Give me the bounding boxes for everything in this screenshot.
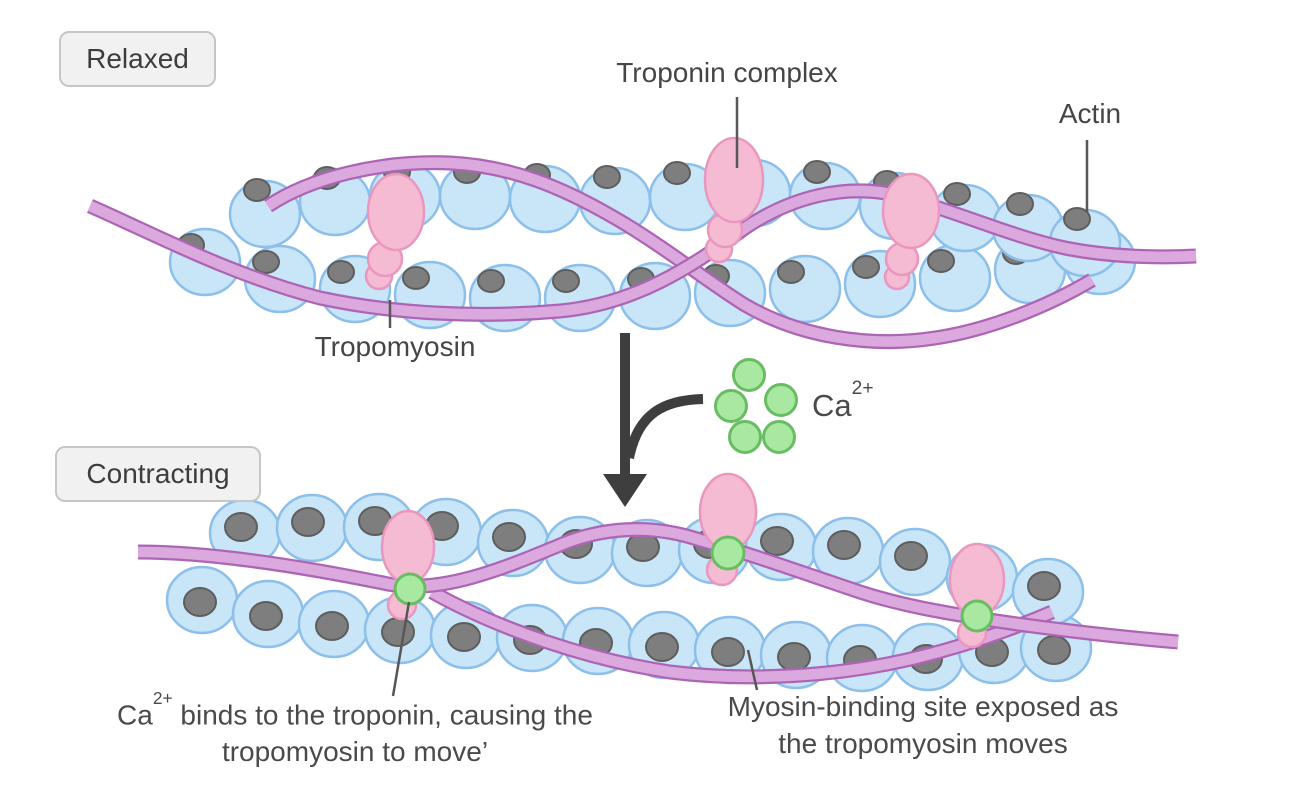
myosin-binding-site [315, 611, 349, 641]
troponin-complex-2 [703, 136, 765, 264]
myosin-binding-site [381, 617, 415, 647]
myosin-binding-site [477, 269, 505, 293]
calcium-ion [728, 420, 762, 454]
actin-subunit [648, 161, 722, 232]
myosin-binding-site [1006, 192, 1034, 216]
calcium-ion-label: Ca2+ [812, 378, 874, 424]
myosin-binding-site [249, 601, 283, 631]
myosin-binding-site [894, 541, 928, 571]
myosin-binding-site [224, 512, 258, 542]
tropomyosin-label: Tropomyosin [314, 331, 476, 362]
left-caption-sup: 2+ [152, 688, 173, 709]
contracting-filament [137, 472, 1179, 693]
troponin-complex-with-calcium-1 [380, 509, 436, 621]
myosin-binding-site [711, 637, 745, 667]
calcium-ion [762, 420, 796, 454]
calcium-charge-superscript: 2+ [851, 378, 874, 400]
left-caption-line1: binds to the troponin, causing the [172, 699, 593, 731]
bound-calcium-ion [393, 572, 427, 606]
myosin-binding-site [291, 507, 325, 537]
right-caption-line2: the tropomyosin moves [778, 728, 1068, 759]
myosin-binding-site [552, 269, 580, 293]
actin-label: Actin [1058, 98, 1122, 129]
troponin-complex-label: Troponin complex [616, 57, 838, 88]
myosin-binding-site [927, 249, 955, 273]
myosin-binding-site [760, 526, 794, 556]
myosin-binding-site [827, 530, 861, 560]
myosin-binding-site [1037, 635, 1071, 665]
actin-subunit [918, 243, 992, 313]
myosin-binding-site [777, 642, 811, 672]
right-caption-pointer-line [746, 649, 759, 691]
contracting-state-badge: Contracting [55, 446, 261, 502]
actin-subunit [928, 182, 1002, 253]
right-caption: Myosin-binding site exposed as the tropo… [692, 688, 1154, 762]
myosin-binding-site [645, 632, 679, 662]
bound-calcium-ion [960, 599, 994, 633]
actin-subunit [768, 254, 842, 324]
arrow-down-icon [603, 474, 647, 507]
myosin-binding-site [1027, 571, 1061, 601]
left-caption-ca: Ca [117, 699, 153, 731]
left-caption-line2: tropomyosin to move’ [221, 736, 489, 768]
relaxed-state-label: Relaxed [86, 43, 189, 74]
arrow-curve [624, 394, 704, 460]
relaxed-filament [87, 136, 1197, 350]
myosin-binding-site [593, 165, 621, 189]
troponin-complex-with-calcium-3 [948, 542, 1006, 649]
actin-subunit [363, 595, 437, 665]
left-caption-pointer-line [391, 601, 411, 697]
actin-subunit [693, 615, 767, 685]
myosin-binding-site [777, 260, 805, 284]
calcium-ion [764, 383, 798, 417]
calcium-ion-cluster [714, 358, 798, 454]
myosin-binding-site [492, 522, 526, 552]
actin-subunit [297, 589, 371, 659]
actin-subunit [578, 165, 652, 236]
troponin-complex-1 [364, 172, 426, 291]
myosin-binding-site [402, 266, 430, 290]
myosin-binding-site [852, 255, 880, 279]
actin-subunit [165, 565, 239, 635]
actin-subunit [275, 493, 349, 563]
myosin-binding-site [663, 161, 691, 185]
contracting-state-label: Contracting [86, 458, 230, 489]
calcium-symbol: Ca [812, 388, 852, 423]
myosin-binding-site [803, 160, 831, 184]
right-caption-line1: Myosin-binding site exposed as [727, 691, 1119, 722]
transition-arrow [603, 333, 704, 507]
actin-subunit [878, 527, 952, 597]
myosin-binding-site [243, 178, 271, 202]
myosin-binding-site [447, 622, 481, 652]
calcium-ion [714, 389, 748, 423]
myosin-binding-site [252, 250, 280, 274]
troponin-complex-with-calcium-2 [698, 472, 758, 587]
bound-calcium-ion [710, 535, 746, 571]
left-caption: Ca2+ binds to the troponin, causing the … [75, 688, 635, 770]
myosin-binding-site [183, 587, 217, 617]
myosin-binding-site [1063, 207, 1091, 231]
relaxed-state-badge: Relaxed [59, 31, 216, 87]
calcium-ion [732, 358, 766, 392]
myosin-binding-site [327, 260, 355, 284]
myosin-binding-site [943, 182, 971, 206]
troponin-complex-3 [881, 172, 941, 291]
actin-subunit [231, 579, 305, 649]
